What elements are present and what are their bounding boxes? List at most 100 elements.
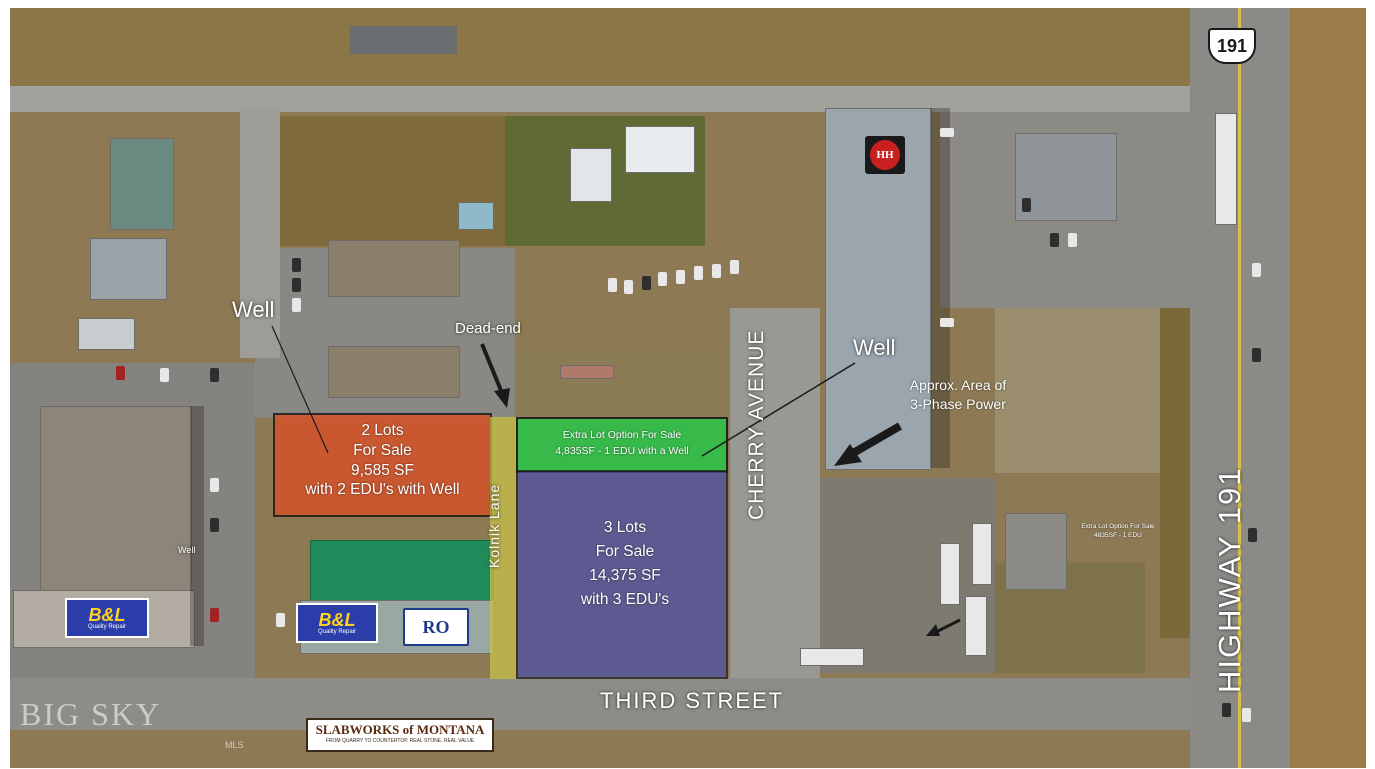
west-shed — [78, 318, 135, 350]
slabworks-sign: SLABWORKS of MONTANA FROM QUARRY TO COUN… — [306, 718, 494, 752]
car — [292, 278, 301, 292]
two-lots-label: 2 Lots For Sale 9,585 SF with 2 EDU's wi… — [275, 421, 490, 500]
big-sky-watermark: BIG SKY — [20, 696, 162, 732]
north-house — [350, 26, 457, 54]
bl-sign-west: B&L Quality Repair — [65, 598, 149, 638]
small-arrow-head — [926, 624, 940, 636]
car — [292, 298, 301, 312]
three-lots-line2: For Sale — [595, 543, 655, 561]
small-roof-north-lot — [560, 365, 614, 379]
highway-centerline — [1238, 8, 1241, 768]
two-lots-overlay[interactable] — [273, 413, 492, 517]
dead-end-label: Dead-end — [455, 320, 521, 337]
southeast-house — [1005, 513, 1067, 590]
car — [624, 280, 633, 294]
car — [730, 260, 739, 274]
dirt-lot-north — [515, 348, 730, 418]
power-arrow-shaft — [846, 422, 902, 460]
white-barn — [625, 126, 695, 173]
car — [1242, 708, 1251, 722]
car — [940, 318, 954, 327]
trailer-2 — [972, 523, 992, 585]
extra-lot-line2: 4,835SF - 1 EDU with a Well — [555, 444, 689, 457]
power-arrow-head — [834, 444, 862, 466]
power-line1: Approx. Area of — [909, 377, 1007, 393]
mls-watermark: MLS — [225, 740, 244, 750]
car — [712, 264, 721, 278]
shield-number: 191 — [1216, 35, 1248, 56]
two-lots-line1: 2 Lots — [361, 422, 404, 439]
west-lane — [240, 108, 280, 358]
dead-end-arrow-head — [494, 388, 510, 408]
trailer-1 — [940, 543, 960, 605]
hh-logo: HH — [865, 136, 905, 174]
north-field — [10, 8, 1366, 98]
bl-tagline-text-2: Quality Repair — [317, 629, 356, 635]
highway-truck — [1215, 113, 1237, 225]
car — [694, 266, 703, 280]
slabworks-title: SLABWORKS of MONTANA — [315, 722, 485, 737]
white-shed — [570, 148, 612, 202]
ro-sign: RO — [403, 608, 469, 646]
dead-end-arrow-shaft — [480, 343, 504, 394]
car — [1252, 348, 1261, 362]
cherry-avenue-road — [730, 308, 820, 678]
car — [1068, 233, 1077, 247]
extra-lot-line1: Extra Lot Option For Sale — [562, 429, 682, 441]
extra-small-line1: Extra Lot Option For Sale — [1081, 523, 1155, 530]
car — [676, 270, 685, 284]
car — [658, 272, 667, 286]
bl-sign-center: B&L Quality Repair — [296, 603, 378, 643]
car — [276, 613, 285, 627]
apartment-north — [328, 240, 460, 297]
car — [1248, 528, 1257, 542]
car — [160, 368, 169, 382]
car — [116, 366, 125, 380]
third-street-road — [10, 678, 1210, 730]
car — [1022, 198, 1031, 212]
annotation-lines — [271, 325, 961, 636]
extra-small-line2: 4835SF - 1 EDU — [1094, 532, 1142, 540]
well-right-label: Well — [853, 335, 896, 360]
bl-logo-text: B&L — [88, 605, 126, 625]
northeast-house — [1015, 133, 1117, 221]
apartment-south — [328, 346, 460, 398]
west-house-2 — [90, 238, 167, 300]
well-small-label: Well — [178, 545, 196, 555]
car — [210, 608, 219, 622]
dirt-lot-east — [995, 308, 1160, 473]
well-right-pointer — [701, 362, 856, 457]
small-arrow-shaft — [935, 618, 961, 634]
kolnik-lane-strip — [490, 417, 516, 679]
three-lots-line3: 14,375 SF — [589, 567, 661, 585]
extra-lot-label: Extra Lot Option For Sale 4,835SF - 1 ED… — [518, 428, 726, 460]
extra-small-label: Extra Lot Option For Sale 4835SF - 1 EDU — [1078, 522, 1158, 540]
car — [210, 518, 219, 532]
west-house-1 — [110, 138, 174, 230]
car — [642, 276, 651, 290]
power-area-label: Approx. Area of 3-Phase Power — [898, 376, 1018, 414]
car — [292, 258, 301, 272]
trailer-4 — [800, 648, 864, 666]
slabworks-tagline: FROM QUARRY TO COUNTERTOP. REAL STONE. R… — [325, 738, 475, 745]
extra-lot-overlay[interactable] — [516, 417, 728, 473]
car — [1252, 263, 1261, 277]
two-lots-line2: For Sale — [353, 441, 412, 459]
west-building-shadow — [190, 406, 204, 646]
car — [210, 368, 219, 382]
warehouse-shadow — [930, 108, 950, 468]
car — [608, 278, 617, 292]
bl-tagline-text: Quality Repair — [87, 624, 126, 630]
car — [1050, 233, 1059, 247]
three-lots-label: 3 Lots For Sale 14,375 SF with 3 EDU's — [545, 516, 705, 612]
car — [1222, 703, 1231, 717]
two-lots-line4: with 2 EDU's with Well — [305, 481, 460, 499]
three-lots-overlay[interactable] — [516, 470, 728, 679]
well-left-pointer — [271, 325, 329, 454]
east-hedge — [1160, 308, 1195, 638]
well-left-label: Well — [232, 297, 275, 322]
two-lots-line3: 9,585 SF — [351, 461, 414, 479]
north-road — [10, 86, 1210, 112]
aerial-map: HH 2 Lots For Sale — [10, 8, 1366, 768]
highway-label: HIGHWAY 191 — [1212, 466, 1247, 693]
